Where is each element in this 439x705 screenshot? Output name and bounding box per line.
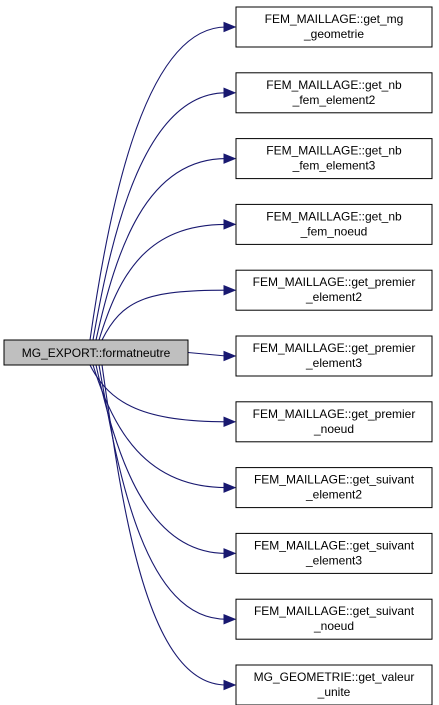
arrowhead-8 [223,548,237,559]
node-target-label: _element2 [305,488,362,502]
node-target-1[interactable]: FEM_MAILLAGE::get_nb_fem_element2 [235,72,433,114]
arrowhead-9 [223,613,237,625]
node-target-label: FEM_MAILLAGE::get_nb [266,144,402,158]
node-target-7[interactable]: FEM_MAILLAGE::get_suivant_element2 [235,467,433,509]
arrowhead-1 [223,87,237,99]
arrowhead-6 [223,416,237,428]
node-target-label: _fem_noeud [300,224,368,238]
node-target-label: FEM_MAILLAGE::get_suivant [254,473,415,487]
node-source-box [3,339,189,366]
arrowhead-10 [223,679,237,691]
node-target-label: _noeud [313,422,354,436]
node-target-label: _element2 [305,290,362,304]
edge-6 [89,364,227,423]
node-target-box [235,598,433,640]
node-target-label: FEM_MAILLAGE::get_premier [253,407,416,421]
node-target-label: FEM_MAILLAGE::get_nb [266,78,402,92]
node-target-label: FEM_MAILLAGE::get_premier [253,275,416,289]
node-target-label: _fem_element2 [292,93,376,107]
node-target-label: _noeud [313,619,354,633]
edge-5 [187,351,227,357]
edge-3 [98,223,227,341]
arrowhead-3 [223,219,237,230]
node-target-box [235,401,433,443]
edge-4 [101,289,227,341]
node-target-label: FEM_MAILLAGE::get_premier [253,341,416,355]
edge-9 [98,364,227,620]
edge-10 [101,364,227,686]
node-target-box [235,269,433,311]
node-target-label: _fem_element3 [292,159,376,173]
node-target-box [235,138,433,180]
node-target-0[interactable]: FEM_MAILLAGE::get_mg_geometrie [235,6,433,48]
node-target-label: FEM_MAILLAGE::get_nb [266,209,402,223]
nodes: MG_EXPORT::formatneutreFEM_MAILLAGE::get… [3,6,433,705]
arrowhead-2 [223,153,237,164]
node-target-box [235,335,433,377]
node-target-10[interactable]: MG_GEOMETRIE::get_valeur_unite [235,664,433,705]
node-target-label: _element3 [305,356,362,370]
node-source-label: MG_EXPORT::formatneutre [22,346,171,360]
node-target-label: MG_GEOMETRIE::get_valeur [254,670,415,684]
node-target-label: _unite [317,685,351,699]
node-target-9[interactable]: FEM_MAILLAGE::get_suivant_noeud [235,598,433,640]
node-target-box [235,664,433,705]
arrowhead-7 [223,482,237,493]
node-target-6[interactable]: FEM_MAILLAGE::get_premier_noeud [235,401,433,443]
node-target-box [235,6,433,48]
node-target-3[interactable]: FEM_MAILLAGE::get_nb_fem_noeud [235,203,433,245]
node-target-box [235,72,433,114]
node-target-label: FEM_MAILLAGE::get_suivant [254,604,415,618]
node-target-label: FEM_MAILLAGE::get_mg [265,12,404,26]
node-target-5[interactable]: FEM_MAILLAGE::get_premier_element3 [235,335,433,377]
edge-7 [92,364,227,489]
node-target-8[interactable]: FEM_MAILLAGE::get_suivant_element3 [235,532,433,574]
edge-0 [89,26,227,341]
edge-8 [95,364,227,554]
arrowhead-4 [223,284,237,296]
node-target-label: _geometrie [303,27,364,41]
arrowhead-5 [223,350,237,362]
node-target-label: _element3 [305,553,362,567]
edges [89,21,237,691]
arrowhead-0 [223,21,237,33]
node-target-label: FEM_MAILLAGE::get_suivant [254,538,415,552]
node-target-4[interactable]: FEM_MAILLAGE::get_premier_element2 [235,269,433,311]
edge-1 [92,92,227,341]
node-target-box [235,203,433,245]
node-target-box [235,467,433,509]
node-target-2[interactable]: FEM_MAILLAGE::get_nb_fem_element3 [235,138,433,180]
edge-2 [95,158,227,341]
node-target-box [235,532,433,574]
node-source[interactable]: MG_EXPORT::formatneutre [3,339,189,366]
